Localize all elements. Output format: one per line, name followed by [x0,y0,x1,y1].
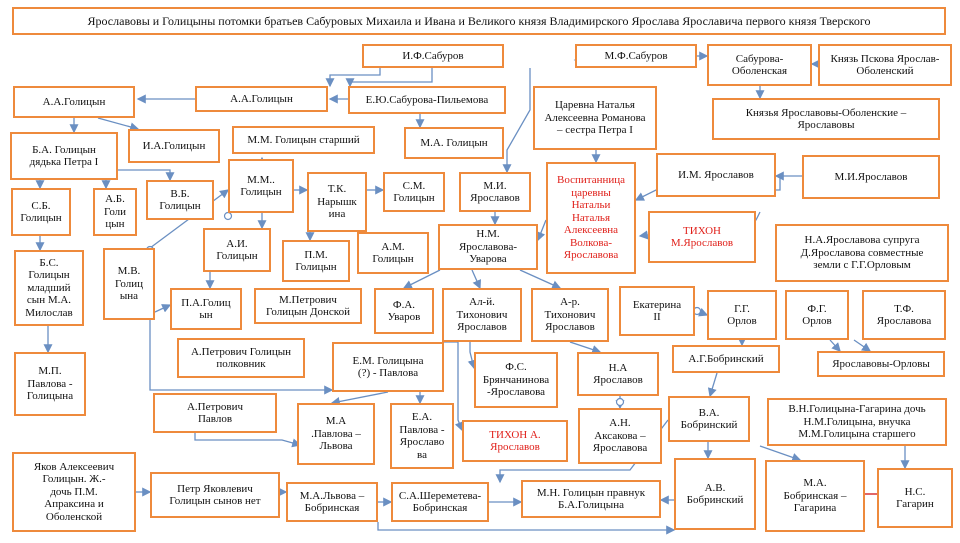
node-im-yaroslavov: И.М. Ярославов [656,153,776,197]
node-eyu-saburova: Е.Ю.Сабурова-Пильемова [348,86,506,114]
node-m-petrovich: М.Петрович Голицын Донской [254,288,362,324]
diagram-title: Ярославовы и Голицыны потомки братьев Са… [12,7,946,35]
node-vospitannitsa: Воспитанница царевны Натальи Наталья Але… [546,162,636,274]
node-nm-yaroslavova-uvarova: Н.М. Ярославова- Уварова [438,224,538,270]
node-mi-yaroslavov-1: М.И. Ярославов [459,172,531,212]
node-gg-orlov: Г.Г. Орлов [707,290,777,340]
connector-44 [829,339,841,352]
connector-37 [442,341,464,432]
node-fa-uvarov: Ф.А. Уваров [374,288,434,334]
node-bs-golitsyn: Б.С. Голицын младший сын М.А. Милослав [14,250,84,326]
node-pm-golitsyn: П.М. Голицын [282,240,350,282]
node-mv-golitsyna: М.В. Голиц ына [103,248,155,320]
node-ba-golitsyn: Б.А. Голицын дядька Петра I [10,132,118,180]
node-ma-golitsyn: М.А. Голицын [404,127,504,159]
connector-27 [536,219,547,242]
node-a-petrovich-pavlov: А.Петрович Павлов [153,393,277,433]
node-pa-golitsyn: П.А.Голиц ын [170,288,242,330]
node-ar-tikhonovich: А-р. Тихонович Ярославов [531,288,609,342]
node-yakov-golitsyn: Яков Алексеевич Голицын. Ж.- дочь П.М. А… [12,452,136,532]
node-an-aksakova: А.Н. Аксакова – Ярославова [578,408,662,464]
node-ag-bobrinsky: А.Г.Бобринский [672,345,780,373]
connector-54 [377,522,676,535]
node-ab-golitsyn: А.Б. Голи цын [93,188,137,236]
connector-55 [154,304,172,313]
node-a-petrovich-polkovnik: А.Петрович Голицын полковник [177,338,305,378]
node-aa-golitsyn-mid: А.А.Голицын [195,86,328,112]
node-petr-yakovlevich: Петр Яковлевич Голицын сынов нет [150,472,280,518]
connector-42 [707,372,718,398]
node-ma-bobrinskaya-gagarina: М.А. Бобринская – Гагарина [765,460,865,532]
node-knyaz-pskova: Князь Пскова Ярослав- Оболенский [818,44,952,86]
connector-34 [467,342,477,370]
node-aa-golitsyn-left: А.А.Голицын [13,86,135,118]
node-tikhon-m: ТИХОН М.Ярославов [648,211,756,263]
node-na-yaroslavova-supruga: Н.А.Ярославова супруга Д.Ярославова совм… [775,224,949,282]
node-ekaterina: Екатерина II [619,286,695,336]
node-sm-golitsyn: С.М. Голицын [383,172,445,212]
node-fs-bryanchaninova: Ф.С. Брянчанинова -Ярославова [474,352,558,408]
node-na-yaroslavov: Н.А Ярославов [577,352,659,396]
connector-32 [471,269,481,290]
node-mf-saburov: М.Ф.Сабуров [575,44,697,68]
node-ns-gagarin: Н.С. Гагарин [877,468,953,528]
node-am-golitsyn: А.М. Голицын [357,232,429,274]
node-tikhon-a: ТИХОН А. Ярославов [462,420,568,462]
node-ia-golitsyn: И.А.Голицын [128,129,220,163]
connector-8 [502,68,531,174]
node-mn-golitsyn-pravnuk: М.Н. Голицын правнук Б.А.Голицына [521,480,661,518]
connector-35 [569,341,602,354]
node-saburova-obolenskaya: Сабурова- Оболенская [707,44,812,86]
connector-56 [194,432,302,448]
junction-dot-3 [615,397,625,407]
node-tk-naryshkina: Т.К. Нарышк ина [307,172,367,232]
node-mp-pavlova: М.П. Павлова - Голицына [14,352,86,416]
connector-31 [402,269,441,289]
node-mm-golitsyn: М.М.. Голицын [228,159,294,213]
connector-0 [345,68,433,88]
node-sa-sheremeteva: С.А.Шереметева- Бобринская [391,482,489,522]
node-vn-golitsyna: В.Н.Голицына-Гагарина дочь Н.М.Голицына,… [767,398,947,446]
node-al-tikhonovich: Ал-й. Тихонович Ярославов [442,288,522,342]
node-tf-yaroslavova: Т.Ф. Ярославова [862,290,946,340]
connector-14 [111,169,175,182]
node-sb-golitsyn: С.Б. Голицын [11,188,71,236]
node-ea-pavlova: Е.А. Павлова - Ярославо ва [390,403,454,469]
junction-dot-1 [223,211,233,221]
node-fg-orlov: Ф.Г. Орлов [785,290,849,340]
node-yaroslavovy-orlovy: Ярославовы-Орловы [817,351,945,377]
connector-46 [759,445,802,462]
node-mi-yaroslavov-2: М.И.Ярославов [802,155,940,199]
node-tsarevna-natalya: Царевна Наталья Алексеевна Романова – се… [533,86,657,150]
node-av-bobrinsky: А.В. Бобринский [674,458,756,530]
node-knyazya-yaroslavovy-obolenskie: Князья Ярославовы-Оболенские – Ярославов… [712,98,940,140]
node-ma-lvova-bobrinskaya: М.А.Львова – Бобринская [286,482,378,522]
node-vb-golitsyn: В.Б. Голицын [146,180,214,220]
connector-1 [325,68,381,88]
node-em-golitsyna: Е.М. Голицына (?) - Павлова [332,342,444,392]
connector-11 [97,117,140,132]
node-va-bobrinsky: В.А. Бобринский [668,396,750,442]
connector-43 [853,339,872,352]
node-ai-golitsyn: А.И. Голицын [203,228,271,272]
node-if-saburov: И.Ф.Сабуров [362,44,504,68]
node-ma-pavlova-lvova: М.А .Павлова – Львова [297,403,375,465]
connector-33 [519,269,562,289]
connector-38 [330,391,389,406]
node-mm-golitsyn-starshy: М.М. Голицын старший [232,126,375,154]
